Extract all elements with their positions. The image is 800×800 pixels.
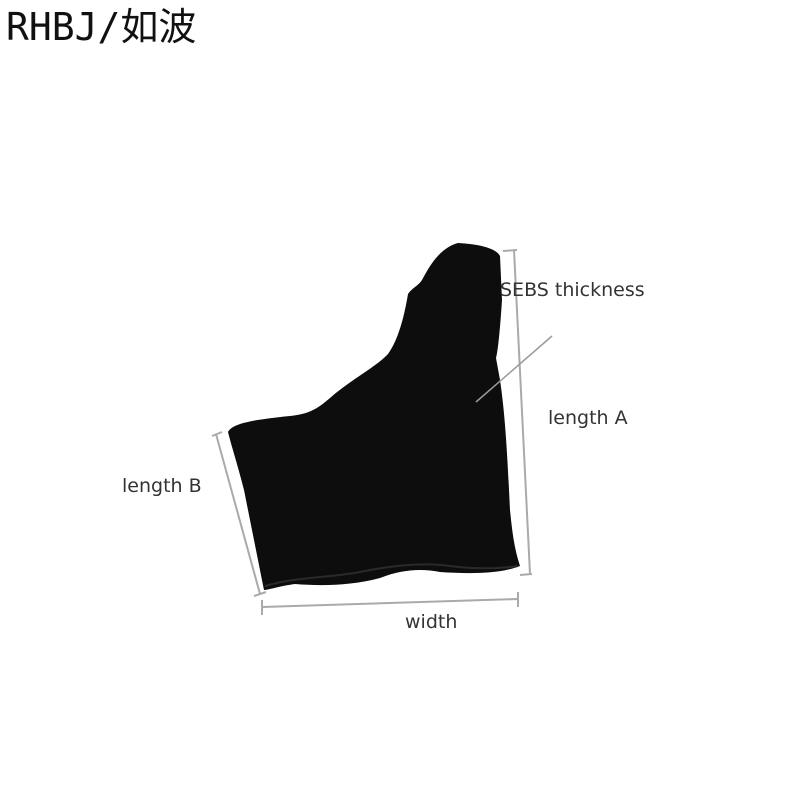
fabric-fold-line bbox=[264, 563, 519, 587]
length-a-dimension-line bbox=[502, 249, 533, 576]
length-a-label: length A bbox=[548, 407, 628, 429]
thumb-support-silhouette bbox=[228, 243, 520, 590]
sebs-leader-line bbox=[475, 335, 553, 403]
length-b-label: length B bbox=[122, 475, 202, 497]
brand-logo-text: RHBJ/如波 bbox=[6, 5, 197, 49]
width-label: width bbox=[405, 611, 457, 633]
length-b-dimension-line bbox=[211, 431, 267, 597]
width-dimension-line bbox=[261, 592, 519, 615]
sebs-thickness-label: SEBS thickness bbox=[500, 279, 645, 301]
